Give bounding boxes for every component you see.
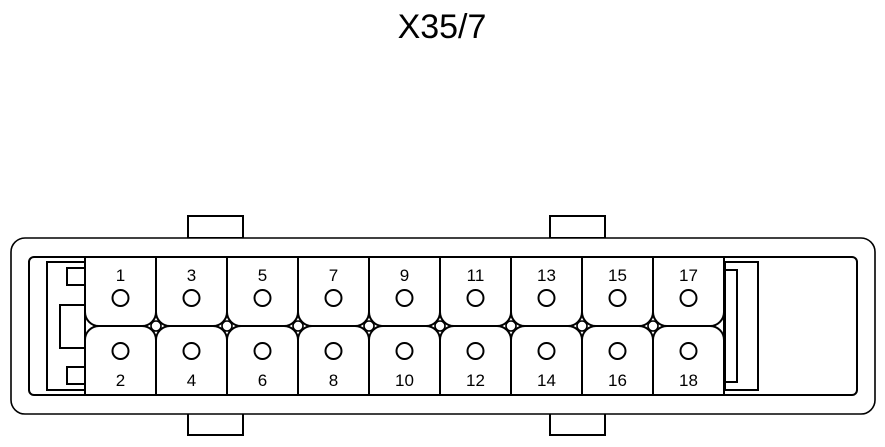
- top-left-tab: [187, 215, 244, 239]
- locator-dot: [505, 320, 517, 332]
- pin-circle: [324, 289, 343, 307]
- locator-dot: [150, 320, 162, 332]
- connector-title: X35/7: [398, 8, 487, 46]
- pin-circle: [182, 289, 201, 307]
- pin-circle: [111, 289, 130, 307]
- pin-label-top: 17: [679, 266, 698, 285]
- locator-dot: [647, 320, 659, 332]
- pin-circle: [608, 289, 627, 307]
- pin-label-top: 5: [258, 266, 267, 285]
- bottom-cavity: [155, 325, 228, 395]
- bottom-cavity: [368, 325, 441, 395]
- bottom-cavity: [510, 325, 583, 395]
- pin-circle: [537, 342, 556, 360]
- pin-label-bottom: 4: [187, 371, 196, 390]
- pin-label-bottom: 2: [116, 371, 125, 390]
- pin-circle: [395, 342, 414, 360]
- bottom-left-tab: [187, 412, 244, 436]
- pin-label-bottom: 14: [537, 371, 556, 390]
- bottom-cavity: [84, 325, 157, 395]
- pin-label-bottom: 8: [329, 371, 338, 390]
- bottom-cavity: [297, 325, 370, 395]
- locator-dot: [363, 320, 375, 332]
- pin-circle: [466, 342, 485, 360]
- bottom-cavity: [581, 325, 654, 395]
- pin-label-bottom: 6: [258, 371, 267, 390]
- pin-label-bottom: 18: [679, 371, 698, 390]
- pin-circle: [253, 289, 272, 307]
- pin-circle: [608, 342, 627, 360]
- pin-label-top: 13: [537, 266, 556, 285]
- pin-label-bottom: 16: [608, 371, 627, 390]
- bottom-cavity: [439, 325, 512, 395]
- pin-label-top: 7: [329, 266, 338, 285]
- locator-dot: [221, 320, 233, 332]
- bottom-cavity: [652, 325, 725, 395]
- pin-circle: [111, 342, 130, 360]
- locator-dot: [434, 320, 446, 332]
- pin-circle: [466, 289, 485, 307]
- locator-dot: [576, 320, 588, 332]
- bottom-cavity: [226, 325, 299, 395]
- pin-label-top: 11: [467, 266, 485, 285]
- bottom-right-tab: [549, 412, 606, 436]
- pin-circle: [679, 342, 698, 360]
- pin-label-top: 1: [116, 266, 125, 285]
- pin-circle: [537, 289, 556, 307]
- pin-label-top: 15: [608, 266, 627, 285]
- locator-dot: [292, 320, 304, 332]
- pin-circle: [679, 289, 698, 307]
- pin-label-top: 9: [400, 266, 409, 285]
- connector-housing-inner: [28, 256, 858, 396]
- pin-circle: [395, 289, 414, 307]
- top-right-tab: [549, 215, 606, 239]
- pin-circle: [182, 342, 201, 360]
- pin-circle: [253, 342, 272, 360]
- pin-circle: [324, 342, 343, 360]
- pin-label-bottom: 12: [466, 371, 485, 390]
- pin-label-bottom: 10: [395, 371, 414, 390]
- pin-label-top: 3: [187, 266, 196, 285]
